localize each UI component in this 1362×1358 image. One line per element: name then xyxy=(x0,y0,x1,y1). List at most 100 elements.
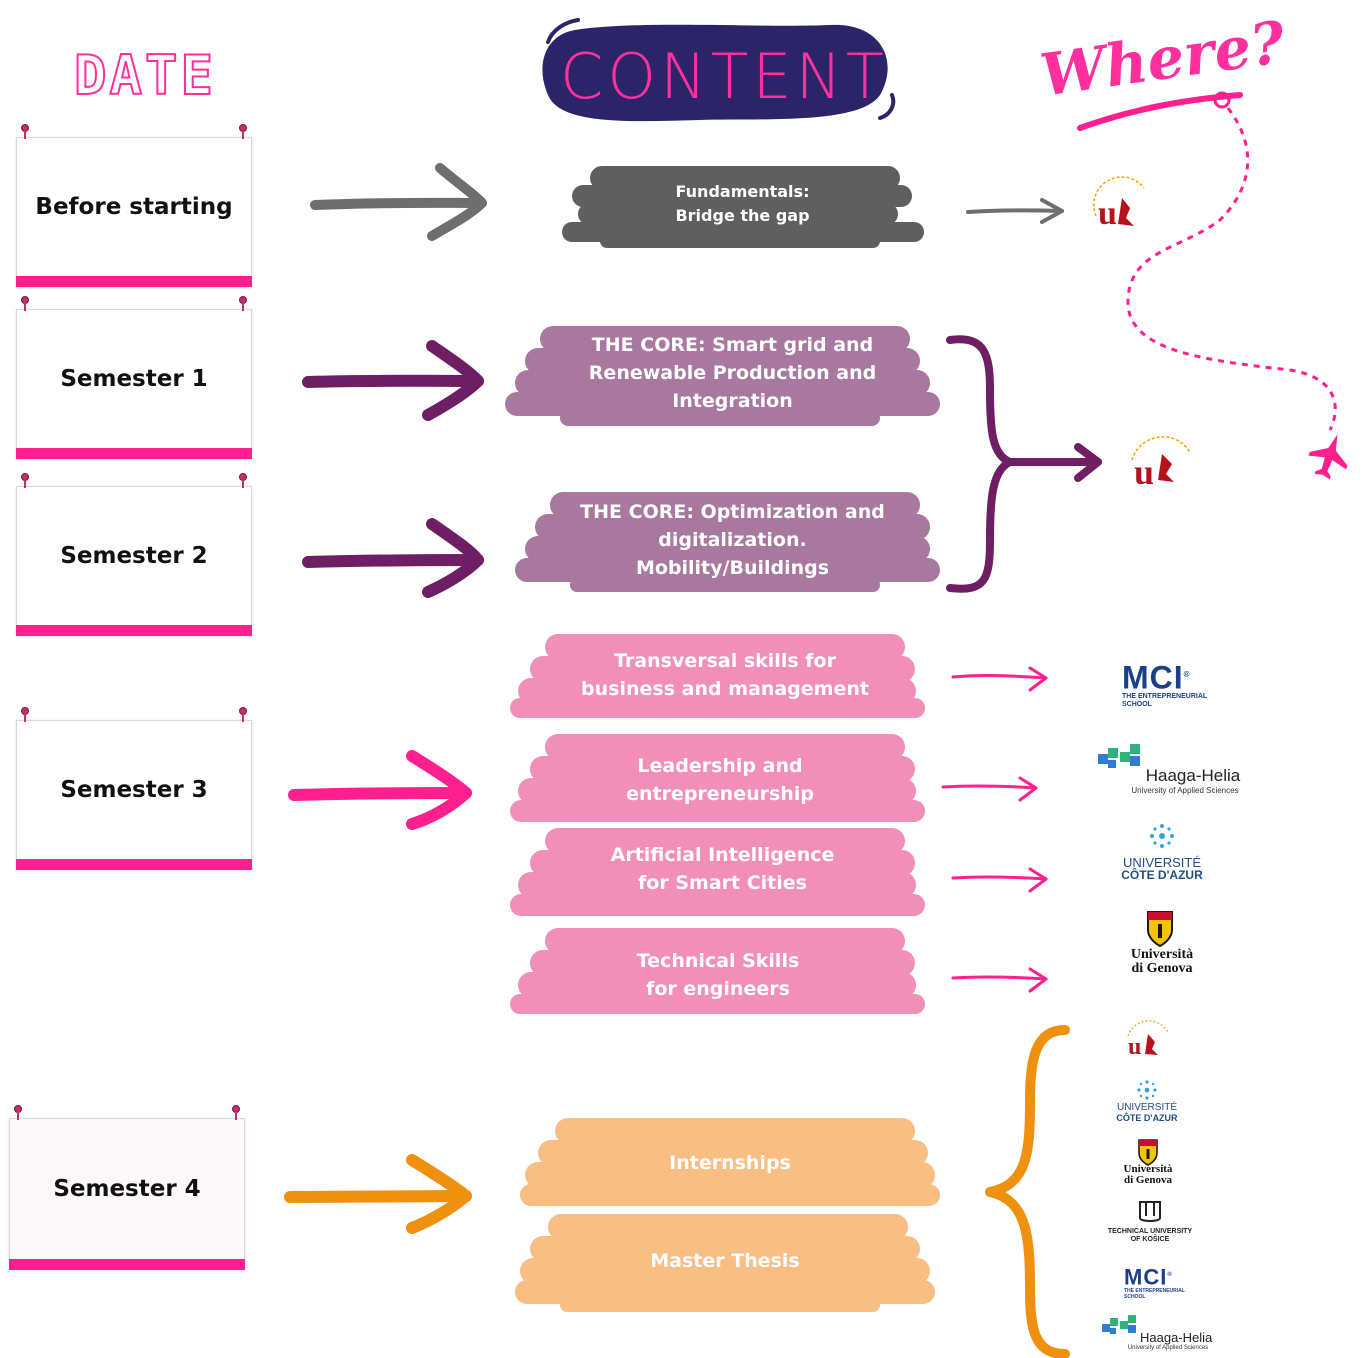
mci-subline: SCHOOL xyxy=(1122,700,1152,708)
brush-ai xyxy=(510,828,925,916)
arrow-leadership-where xyxy=(941,776,1038,802)
us-logo-icon: u xyxy=(1127,1020,1169,1060)
arrow-ai-where xyxy=(951,867,1048,893)
brush-core1 xyxy=(505,326,940,426)
us-logo-icon: u xyxy=(1093,176,1145,232)
date-card-semester3: Semester 3 xyxy=(16,707,252,870)
genova-line: di Genova xyxy=(1131,961,1193,976)
genova-shield-icon xyxy=(1138,1139,1158,1166)
brush-transversal xyxy=(510,634,925,718)
genova-line: Università xyxy=(1123,1163,1173,1175)
content-header: CONTENT xyxy=(560,40,888,113)
haaga-helia-name: Haaga-Helia xyxy=(1145,766,1241,785)
content-line: Bridge the gap xyxy=(675,206,810,225)
brush-technical xyxy=(510,928,925,1014)
content-line: THE CORE: Smart grid and xyxy=(591,334,874,356)
content-fundamentals: Fundamentals: Bridge the gap xyxy=(590,176,895,232)
haaga-helia-name: Haaga-Helia xyxy=(1140,1330,1213,1345)
content-core2: THE CORE: Optimization and digitalizatio… xyxy=(545,497,920,583)
arrow-semester2 xyxy=(302,518,484,598)
haaga-helia-icon xyxy=(1102,1315,1136,1334)
content-line: digitalization. xyxy=(658,529,807,551)
tuk-line: TECHNICAL UNIVERSITY xyxy=(1107,1228,1193,1235)
arrow-fundamentals-where xyxy=(966,198,1064,224)
date-label: Semester 4 xyxy=(53,1175,201,1202)
arrow-semester3 xyxy=(288,750,472,830)
date-header: DATE xyxy=(73,43,217,108)
purple-brace xyxy=(946,335,1102,593)
tuk-logo: TECHNICAL UNIVERSITY OF KOŠICE xyxy=(1100,1228,1200,1244)
content-thesis: Master Thesis xyxy=(650,1250,800,1272)
where-loop xyxy=(1213,91,1231,109)
where-underline xyxy=(1077,92,1243,131)
content-header-blob xyxy=(542,24,888,122)
card-accent-bar xyxy=(16,625,252,636)
pin-icon xyxy=(21,296,29,311)
content-line: Leadership and xyxy=(637,755,803,777)
content-line: Transversal skills for xyxy=(614,650,836,672)
content-line: THE CORE: Optimization and xyxy=(580,501,885,523)
mci-registered: ® xyxy=(1183,670,1191,679)
brush-thesis xyxy=(515,1214,935,1312)
us-logo-icon: u xyxy=(1131,436,1191,492)
mci-subline: THE ENTREPRENEURIAL xyxy=(1122,692,1208,700)
date-card-semester4: Semester 4 xyxy=(9,1105,245,1270)
card-accent-bar xyxy=(16,859,252,870)
pin-icon xyxy=(232,1105,240,1120)
pin-icon xyxy=(14,1105,22,1120)
mci-subline: THE ENTREPRENEURIAL xyxy=(1124,1288,1185,1295)
us-letter: u xyxy=(1128,1034,1141,1060)
genova-logo-small: Università di Genova xyxy=(1108,1164,1188,1186)
date-card-semester2: Semester 2 xyxy=(16,473,252,636)
content-leadership: Leadership and entrepreneurship xyxy=(540,751,900,809)
haaga-helia-sub: University of Applied Sciences xyxy=(1131,786,1239,795)
content-line: Technical Skills xyxy=(636,950,800,972)
uca-line: CÔTE D'AZUR xyxy=(1116,1113,1178,1123)
pin-icon xyxy=(239,124,247,139)
date-card-semester1: Semester 1 xyxy=(16,296,252,459)
tuk-line: OF KOŠICE xyxy=(1130,1236,1170,1243)
genova-line: di Genova xyxy=(1124,1174,1172,1186)
brush-leadership xyxy=(510,734,925,822)
card-accent-bar xyxy=(16,276,252,287)
mci-letters: MCI xyxy=(1124,1264,1168,1290)
tuk-logo-icon xyxy=(1139,1201,1161,1222)
mci-registered: ® xyxy=(1167,1272,1173,1278)
arrow-transversal-where xyxy=(951,666,1048,692)
content-header-accent xyxy=(878,93,896,120)
haaga-helia-logo: Haaga-Helia University of Applied Scienc… xyxy=(1120,766,1250,795)
uca-dots-icon xyxy=(1137,1080,1157,1100)
content-line: entrepreneurship xyxy=(626,783,814,805)
content-line: for Smart Cities xyxy=(638,872,807,894)
arrow-semester4 xyxy=(284,1154,472,1234)
date-label: Semester 1 xyxy=(60,365,208,392)
arrow-semester1 xyxy=(302,340,484,421)
date-card-before: Before starting xyxy=(16,124,252,287)
haaga-helia-logo-small: Haaga-Helia University of Applied Scienc… xyxy=(1118,1330,1218,1351)
content-line: business and management xyxy=(581,678,869,700)
date-label: Semester 3 xyxy=(60,776,208,803)
uca-dots-icon xyxy=(1150,824,1174,848)
uca-logo-small: UNIVERSITÉ CÔTE D'AZUR xyxy=(1106,1103,1188,1124)
mci-subline: SCHOOL xyxy=(1124,1294,1146,1301)
content-line: Artificial Intelligence xyxy=(610,844,835,866)
pin-icon xyxy=(21,707,29,722)
mci-logo: MCI® THE ENTREPRENEURIAL SCHOOL xyxy=(1122,660,1222,709)
content-core1: THE CORE: Smart grid and Renewable Produ… xyxy=(540,330,925,416)
uca-line: UNIVERSITÉ xyxy=(1122,855,1201,870)
mci-letters: MCI xyxy=(1122,659,1184,696)
card-accent-bar xyxy=(9,1259,245,1270)
content-technical: Technical Skills for engineers xyxy=(540,946,896,1004)
uca-line: CÔTE D'AZUR xyxy=(1121,868,1203,882)
pin-icon xyxy=(239,707,247,722)
airplane-icon xyxy=(1308,434,1348,480)
genova-line: Università xyxy=(1130,947,1194,962)
us-letter: u xyxy=(1134,452,1154,492)
content-internships: Internships xyxy=(669,1152,791,1174)
pin-icon xyxy=(21,473,29,488)
us-letter: u xyxy=(1098,195,1117,232)
haaga-helia-icon xyxy=(1098,744,1140,768)
pin-icon xyxy=(239,473,247,488)
content-header-accent xyxy=(546,18,580,44)
arrow-technical-where xyxy=(951,967,1048,993)
